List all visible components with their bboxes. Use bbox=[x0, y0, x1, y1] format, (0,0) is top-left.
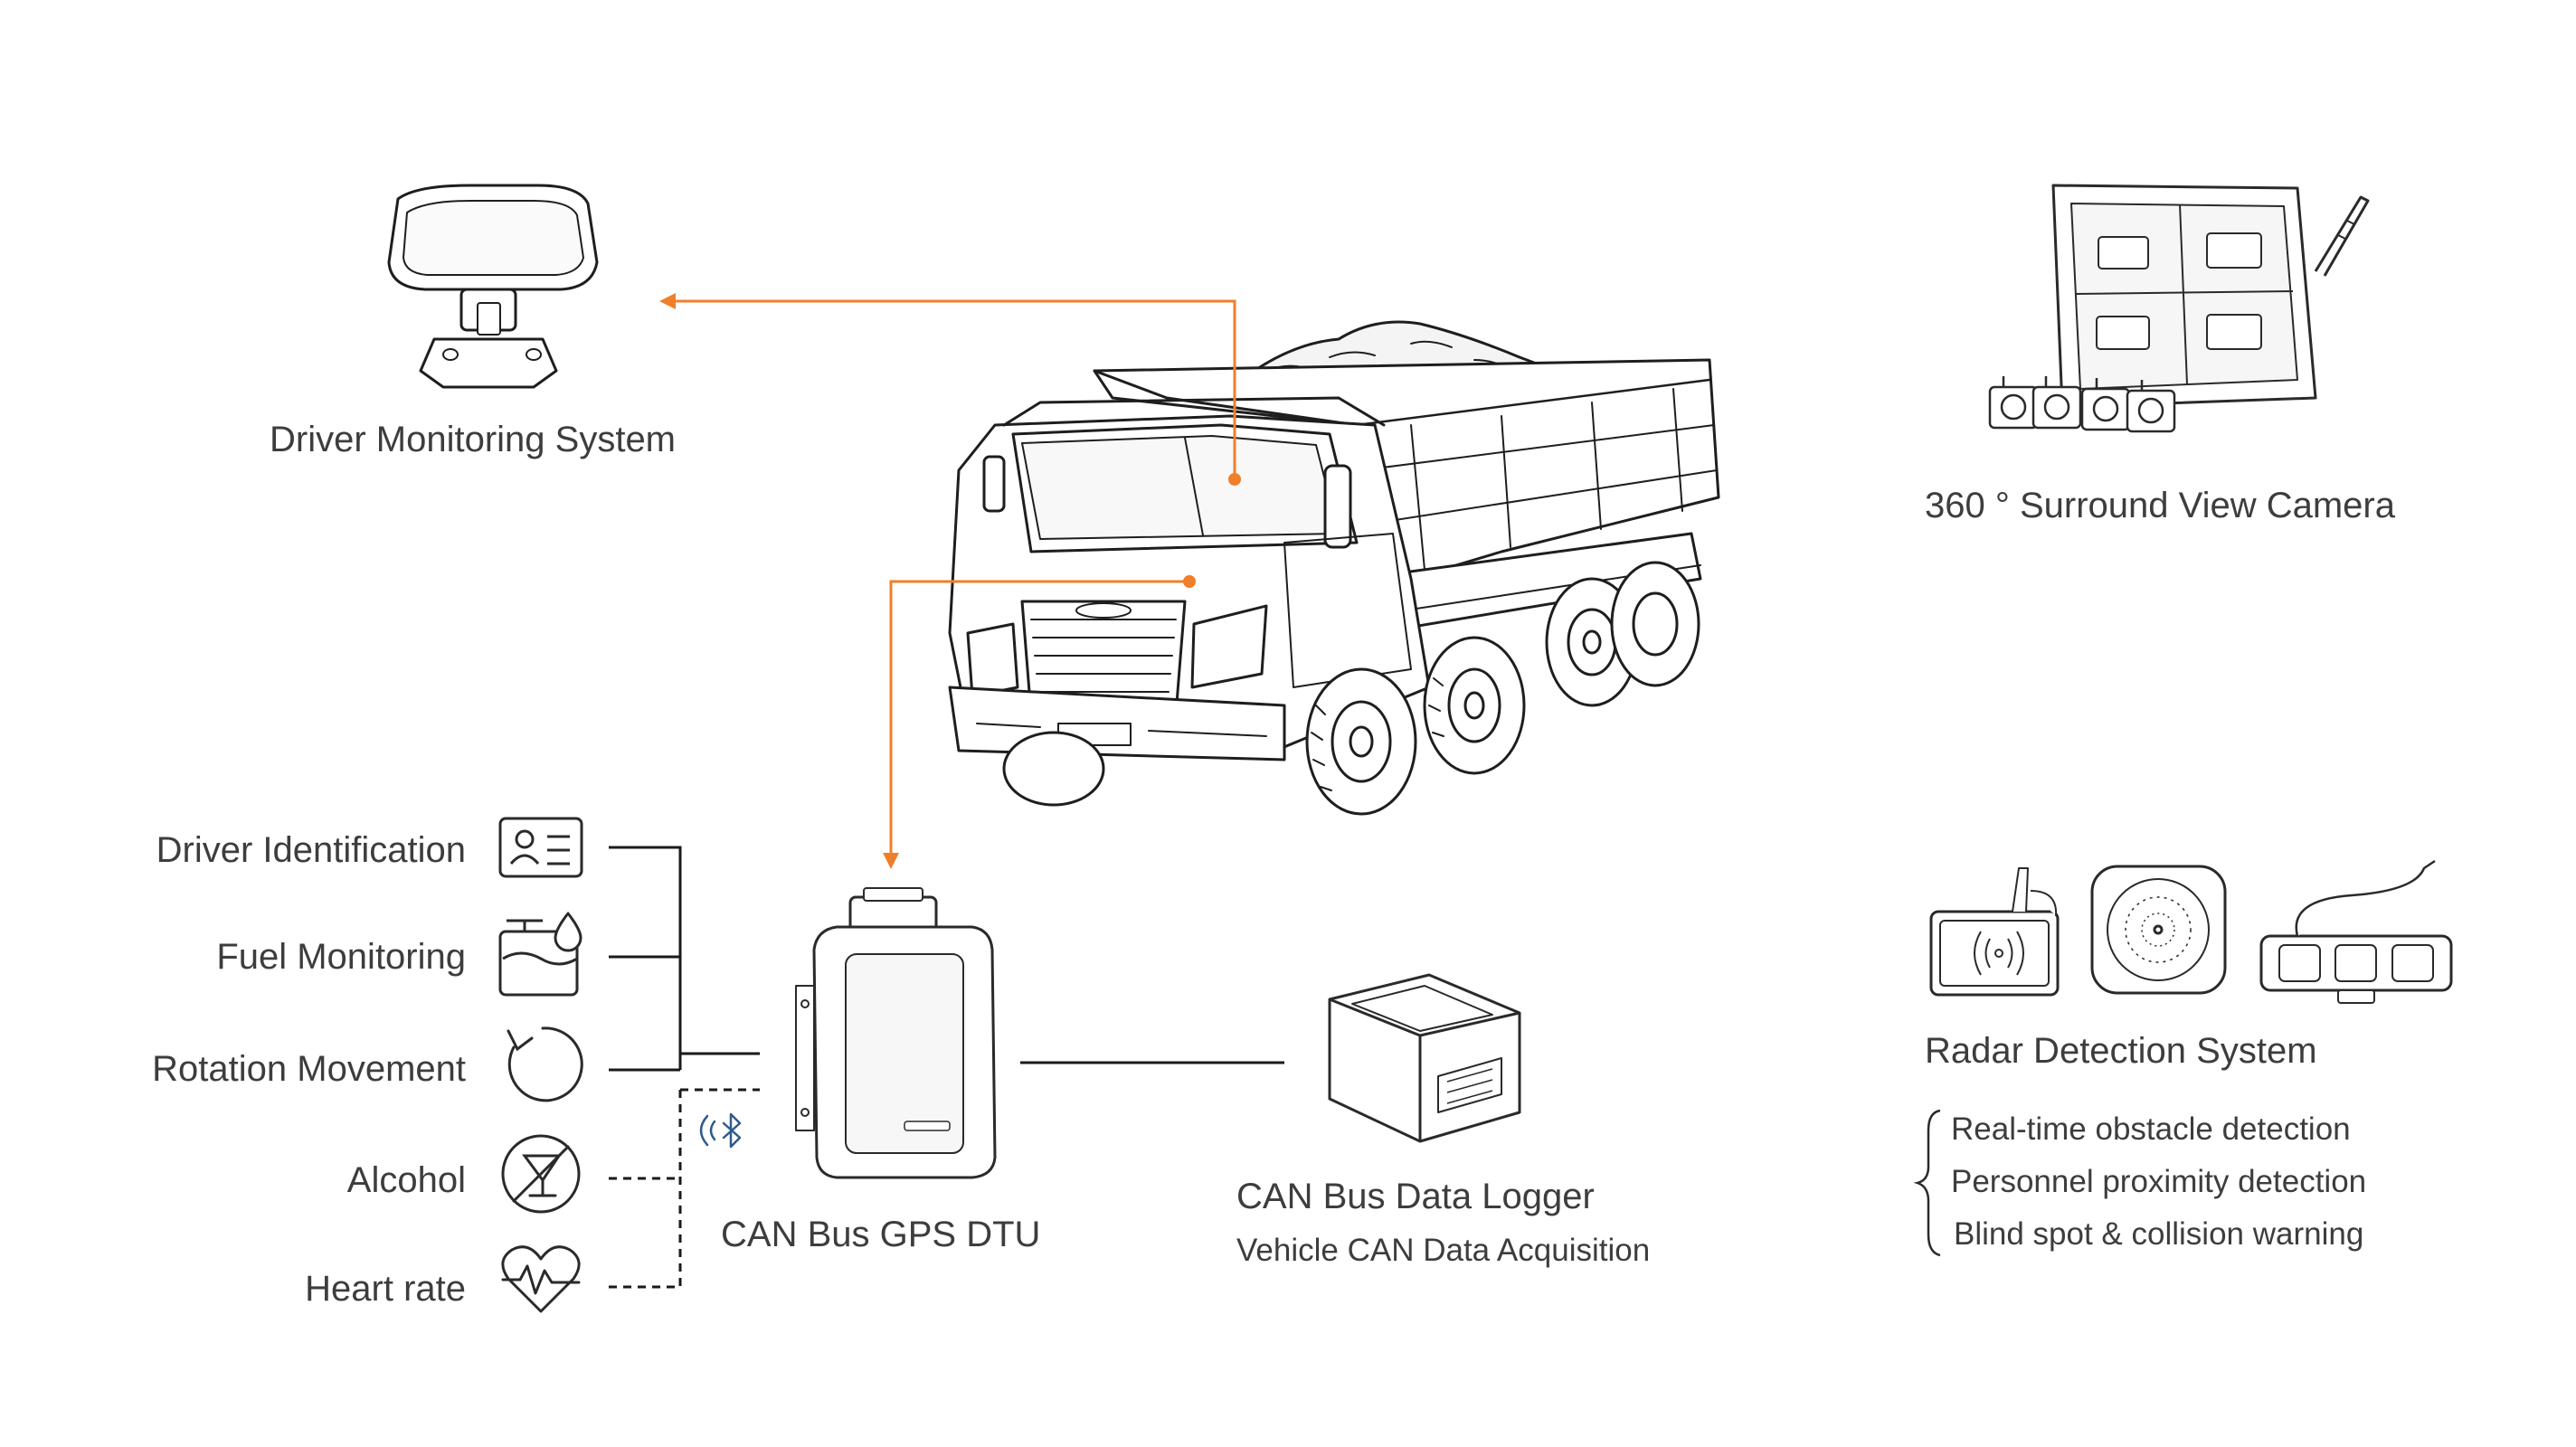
surround-view-label: 360 ° Surround View Camera bbox=[1925, 486, 2395, 525]
radar-label: Radar Detection System bbox=[1925, 1031, 2317, 1071]
radar-feature-item: Blind spot & collision warning bbox=[1954, 1216, 2364, 1252]
truck-links bbox=[659, 293, 1241, 869]
heart-rate-icon bbox=[501, 1245, 581, 1313]
dtu-arrow bbox=[883, 580, 1189, 869]
driver-monitoring-label: Driver Monitoring System bbox=[270, 420, 677, 459]
dtu-label: CAN Bus GPS DTU bbox=[721, 1215, 1041, 1254]
radar-sensors-illustration bbox=[1929, 859, 2453, 1004]
bluetooth-icon bbox=[699, 1112, 742, 1149]
dms-arrow bbox=[659, 293, 1236, 479]
sensor-links bbox=[609, 846, 1284, 1289]
rotation-icon bbox=[507, 1026, 583, 1102]
logger-label: CAN Bus Data Logger bbox=[1236, 1177, 1595, 1216]
no-alcohol-icon bbox=[501, 1134, 581, 1214]
data-logger-illustration bbox=[1328, 973, 1521, 1143]
sensor-label-fuel: Fuel Monitoring bbox=[216, 937, 466, 977]
sensor-label-heart-rate: Heart rate bbox=[305, 1269, 466, 1309]
fuel-tank-icon bbox=[498, 912, 582, 997]
feature-brace bbox=[1913, 1109, 1941, 1257]
dms-camera-illustration bbox=[387, 184, 599, 389]
dump-truck-illustration bbox=[948, 320, 1720, 816]
sensor-label-alcohol: Alcohol bbox=[346, 1160, 466, 1200]
radar-feature-item: Personnel proximity detection bbox=[1951, 1164, 2367, 1199]
gps-dtu-device-illustration bbox=[795, 887, 997, 1179]
id-card-icon bbox=[498, 817, 583, 878]
radar-feature-item: Real-time obstacle detection bbox=[1951, 1111, 2351, 1147]
sensor-label-rotation: Rotation Movement bbox=[152, 1049, 466, 1089]
monitor-with-cameras-illustration bbox=[1988, 184, 2370, 433]
logger-sublabel: Vehicle CAN Data Acquisition bbox=[1236, 1233, 1651, 1268]
sensor-label-driver-id: Driver Identification bbox=[156, 830, 466, 870]
